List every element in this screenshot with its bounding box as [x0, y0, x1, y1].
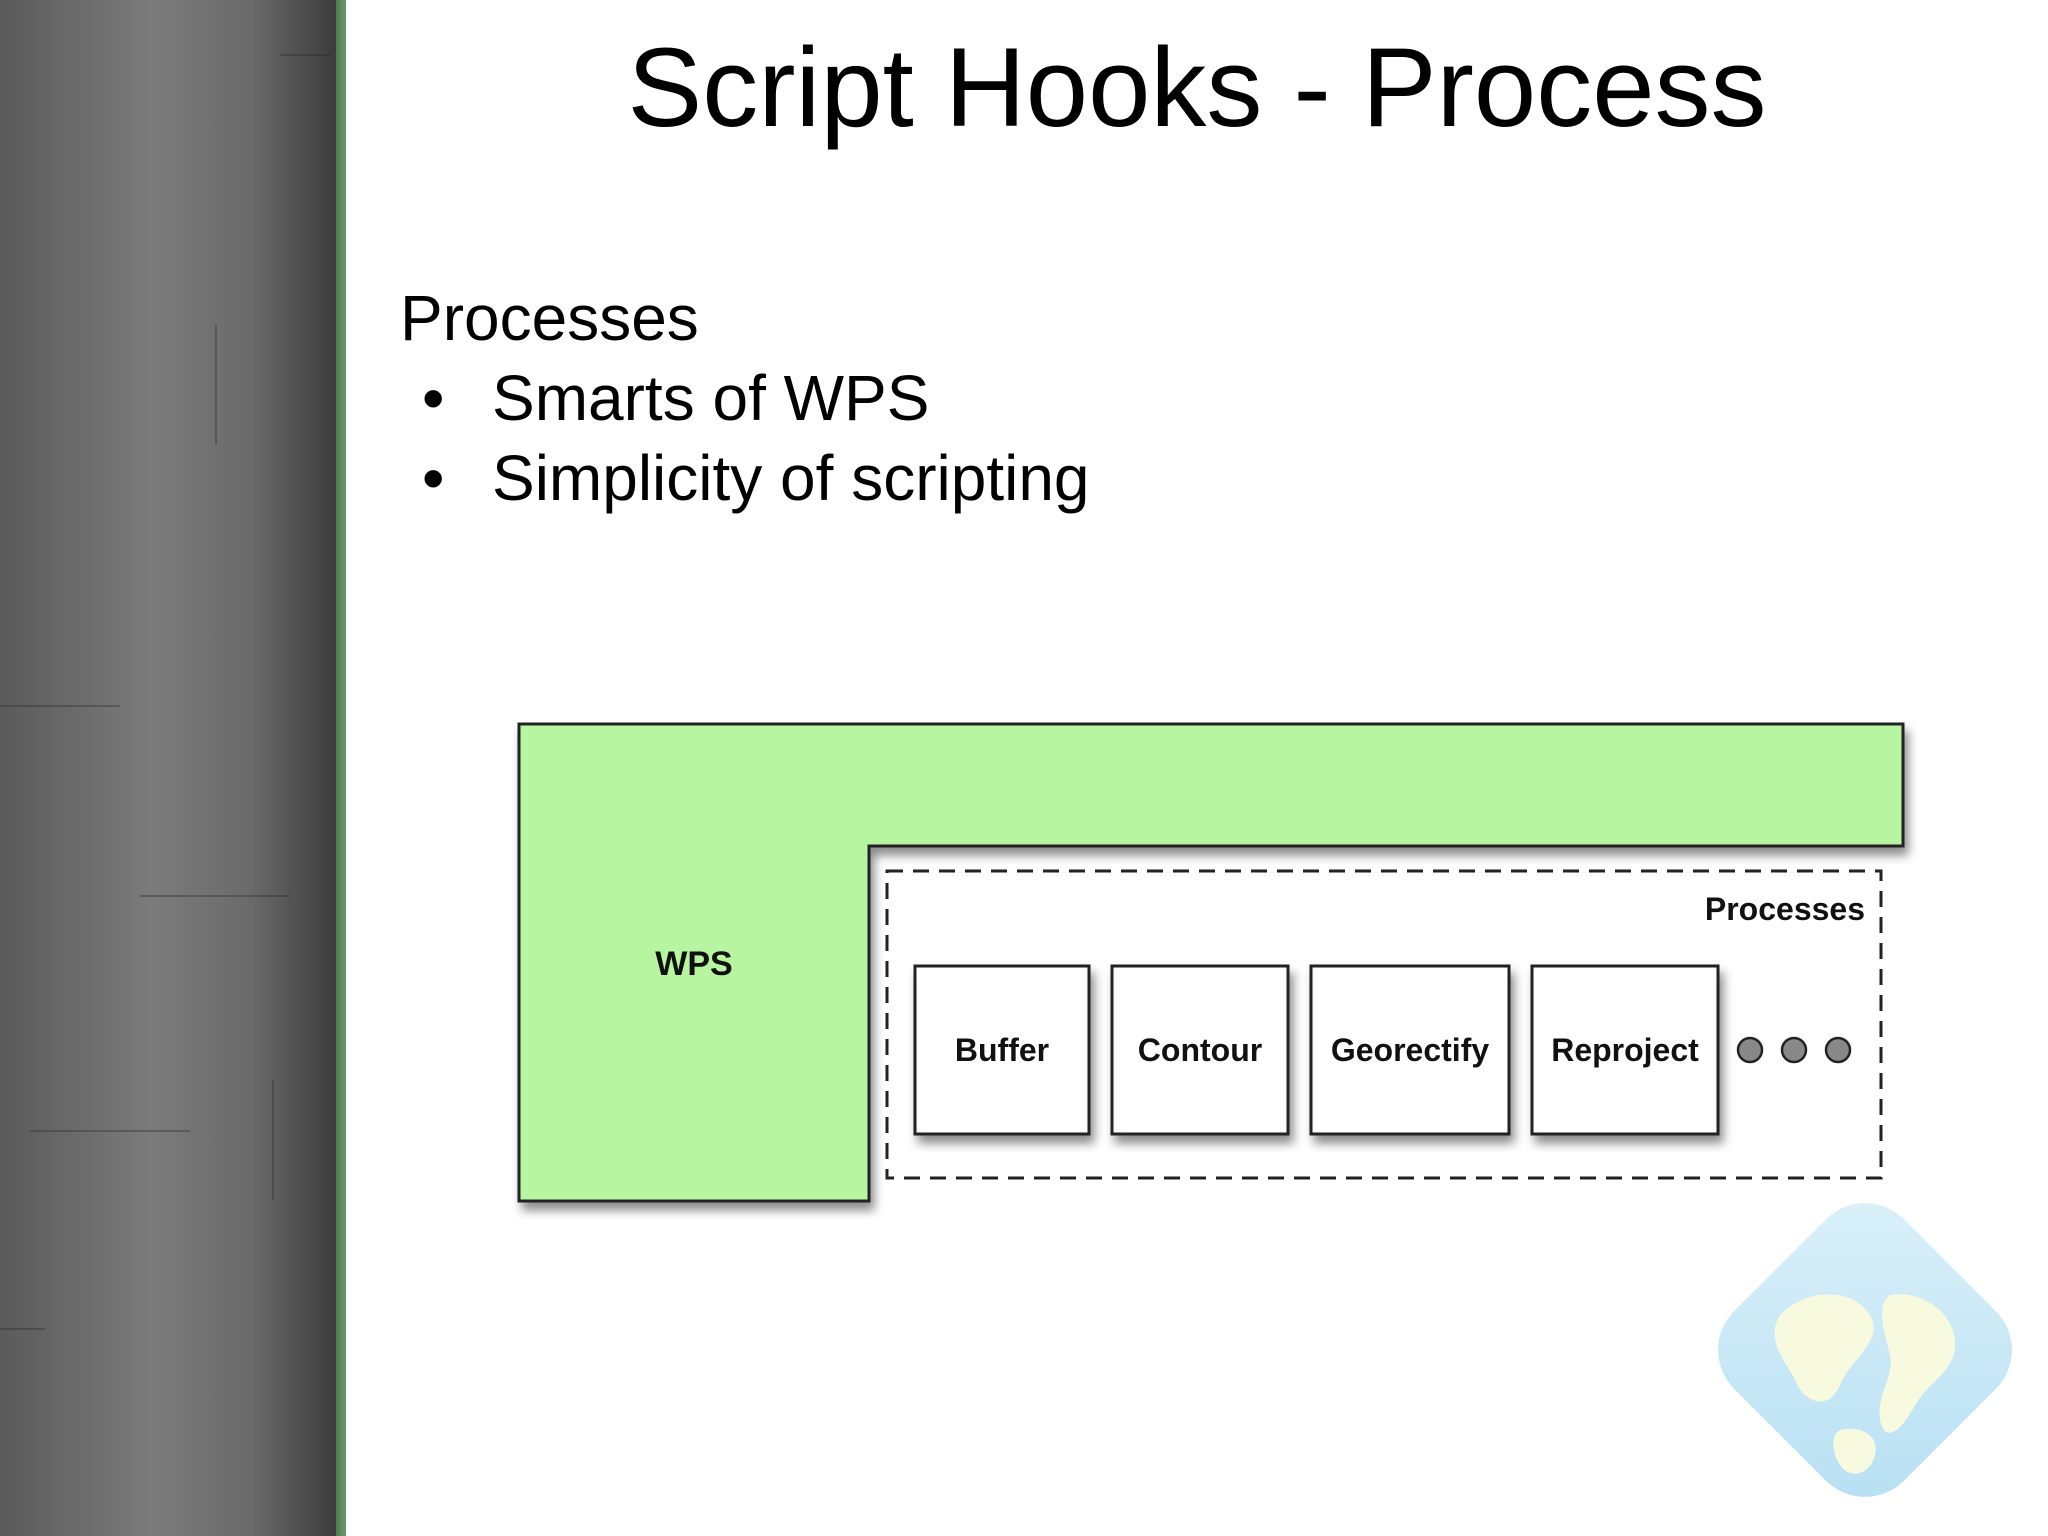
sidebar-edge	[336, 0, 346, 1536]
more-dot-icon	[1824, 1036, 1852, 1064]
wps-label: WPS	[655, 945, 732, 983]
process-box-buffer	[913, 964, 1091, 1136]
slide-title: Script Hooks - Process	[627, 25, 1767, 150]
faint-mark	[0, 705, 120, 707]
bullet-icon: •	[422, 442, 445, 514]
process-label-contour: Contour	[1138, 1032, 1262, 1068]
processes-label: Processes	[1705, 891, 1865, 927]
bullet-icon: •	[422, 362, 445, 434]
slide-body: Processes • Smarts of WPS • Simplicity o…	[400, 278, 1090, 518]
process-box: Contour	[1110, 964, 1290, 1136]
sidebar-decoration	[0, 0, 336, 1536]
faint-mark	[0, 1328, 45, 1330]
bullet-item: • Simplicity of scripting	[400, 438, 1090, 518]
process-box-georectify	[1309, 964, 1511, 1136]
wps-container	[517, 722, 1905, 1203]
faint-mark	[280, 54, 330, 56]
process-label-reproject: Reproject	[1551, 1032, 1699, 1068]
bullet-item: • Smarts of WPS	[400, 358, 1090, 438]
bullet-text: Smarts of WPS	[492, 362, 930, 434]
process-box: Reproject	[1530, 964, 1720, 1136]
faint-mark	[140, 895, 290, 897]
more-dot-icon	[1736, 1036, 1764, 1064]
more-processes-indicator	[1736, 1036, 1852, 1064]
process-label-georectify: Georectify	[1331, 1032, 1489, 1068]
process-label-buffer: Buffer	[955, 1032, 1049, 1068]
bullet-list: • Smarts of WPS • Simplicity of scriptin…	[400, 358, 1090, 518]
faint-mark	[30, 1130, 190, 1132]
faint-mark	[215, 325, 217, 445]
process-box: Georectify	[1309, 964, 1511, 1136]
body-heading: Processes	[400, 282, 699, 354]
bullet-text: Simplicity of scripting	[492, 442, 1090, 514]
process-box-contour	[1110, 964, 1290, 1136]
process-box: Buffer	[913, 964, 1091, 1136]
process-box-reproject	[1530, 964, 1720, 1136]
processes-boundary	[885, 869, 1883, 1180]
globe-icon	[1718, 1203, 2012, 1497]
faint-mark	[272, 1080, 274, 1200]
more-dot-icon	[1780, 1036, 1808, 1064]
